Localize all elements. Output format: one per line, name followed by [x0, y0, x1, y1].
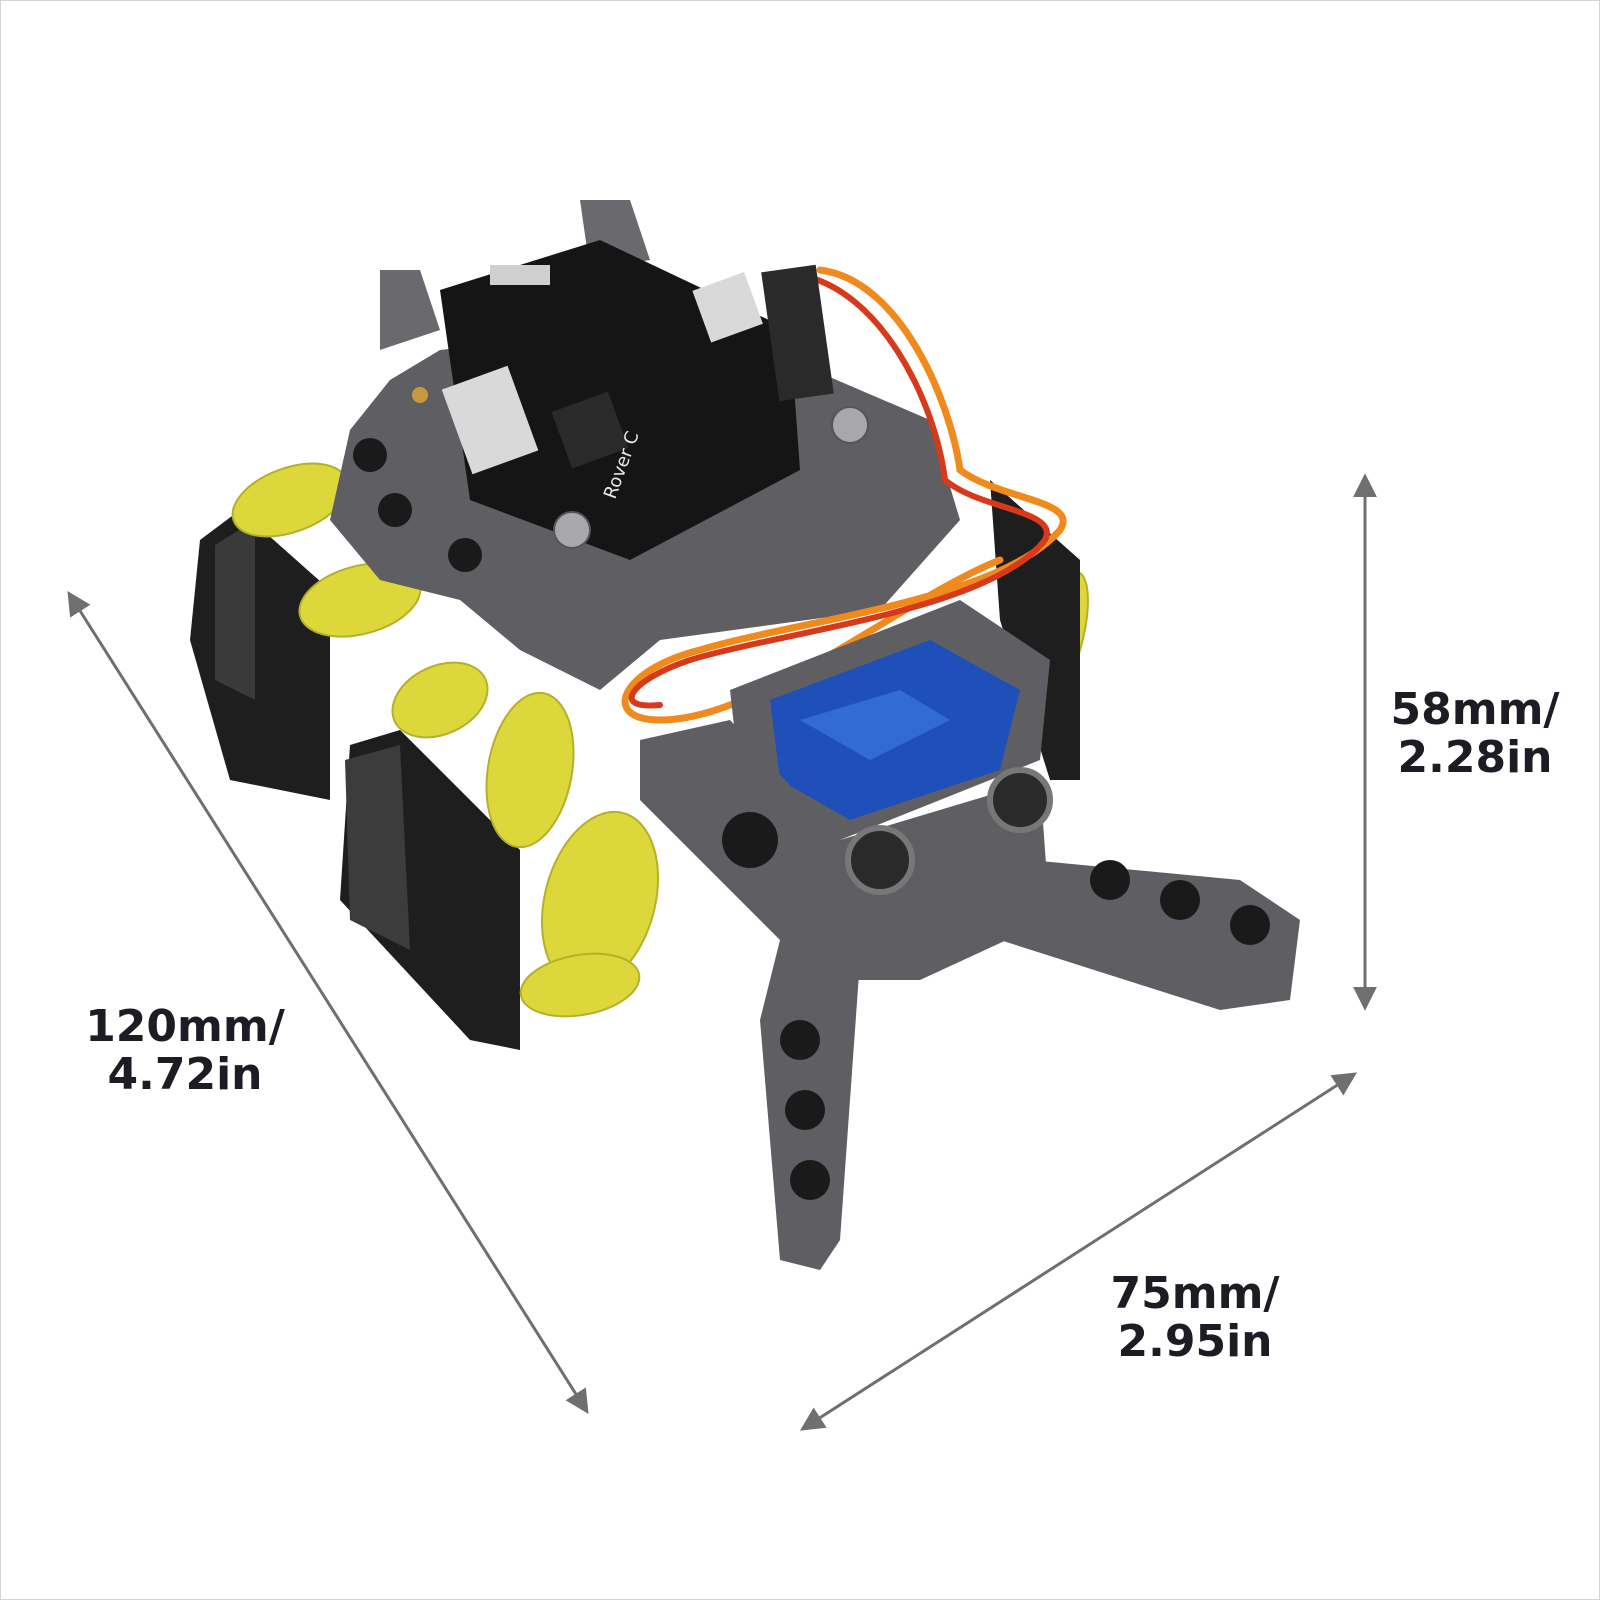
length-in: 4.72in — [107, 1049, 263, 1100]
width-in: 2.95in — [1117, 1316, 1273, 1367]
width-dimension-arrow — [799, 1072, 1358, 1431]
screw — [831, 406, 869, 444]
length-dimension-arrow — [67, 590, 589, 1415]
height-mm: 58mm/ — [1390, 684, 1560, 735]
height-dimension-label: 58mm/ 2.28in — [1375, 686, 1575, 782]
rear-left-wheel — [190, 510, 330, 800]
width-dimension-label: 75mm/ 2.95in — [1080, 1270, 1310, 1366]
control-board: Rover C — [440, 240, 800, 560]
height-in: 2.28in — [1397, 732, 1553, 783]
screw — [553, 511, 591, 549]
rear-right-wheel — [990, 480, 1080, 780]
gripper — [640, 720, 1300, 1270]
length-mm: 120mm/ — [85, 1001, 285, 1052]
length-dimension-label: 120mm/ 4.72in — [70, 1003, 300, 1099]
servo-motor — [730, 600, 1050, 840]
width-mm: 75mm/ — [1110, 1268, 1280, 1319]
front-left-wheel — [340, 730, 520, 1050]
